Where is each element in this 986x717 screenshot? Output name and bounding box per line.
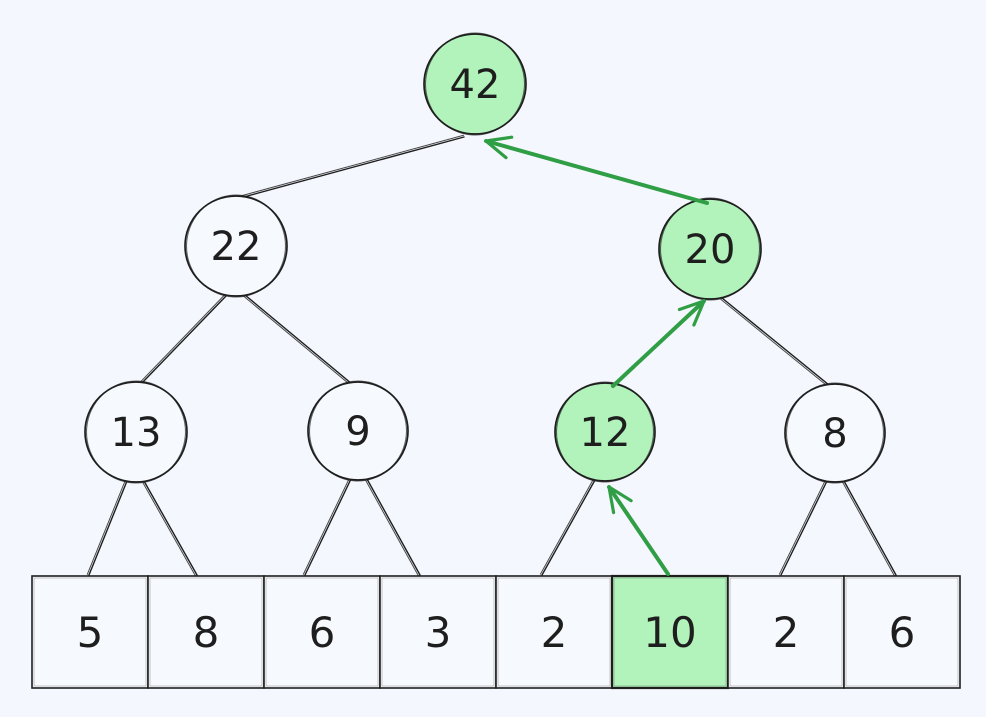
array-cell-7: 6: [843, 575, 961, 689]
tree-edges-layer: [86, 134, 897, 577]
tree-node-label: 13: [111, 410, 162, 456]
array-cell-3: 3: [379, 575, 497, 689]
array-cell-value: 6: [889, 608, 916, 657]
edge-20-8: [720, 297, 830, 387]
edge-22-13: [139, 293, 228, 385]
tree-node-22: 22: [184, 194, 288, 298]
edge-8-cell6: [778, 479, 828, 576]
array-cell-value: 2: [773, 608, 800, 657]
tree-node-label: 42: [450, 62, 501, 108]
array-cell-value: 6: [309, 608, 336, 657]
array-cell-0: 5: [31, 575, 149, 689]
array-cell-value: 2: [541, 608, 568, 657]
array-layer: 5 8 6 3 2 10 2 6: [31, 574, 961, 690]
tree-node-label: 9: [345, 409, 370, 455]
array-cell-value: 3: [425, 608, 452, 657]
edge-8-cell7: [841, 480, 897, 577]
array-cell-2: 6: [263, 575, 381, 689]
tree-node-42: 42: [423, 32, 527, 136]
update-arrows-layer: [484, 135, 709, 576]
tree-node-label: 12: [580, 410, 631, 456]
array-cell-6: 2: [727, 575, 845, 689]
edge-22-9: [243, 294, 353, 386]
edge-9-cell3: [364, 478, 421, 577]
arrowhead-icon: [677, 299, 706, 327]
edge-9-cell2: [302, 477, 352, 576]
tree-node-9: 9: [307, 380, 409, 482]
tree-node-12: 12: [554, 381, 656, 483]
update-arrow-12-to-20: [611, 299, 706, 388]
tree-node-20: 20: [658, 197, 762, 301]
array-cell-value: 5: [77, 608, 104, 657]
edge-13-cell1: [141, 480, 198, 577]
tree-node-label: 20: [685, 227, 736, 273]
tree-node-8: 8: [784, 382, 886, 484]
tree-node-label: 8: [822, 411, 847, 457]
arrowhead-icon: [484, 135, 514, 160]
edge-13-cell0: [86, 479, 128, 576]
tree-node-13: 13: [84, 380, 188, 484]
update-arrow-cell10-to-12: [607, 485, 670, 576]
edge-12-cell4: [539, 478, 596, 576]
array-cell-1: 8: [147, 575, 265, 689]
edge-42-22: [239, 134, 465, 199]
arrowhead-icon: [607, 485, 633, 515]
tree-nodes-layer: 42 22 20 13 9 12 8: [84, 32, 886, 484]
update-arrow-20-to-42: [484, 135, 709, 205]
tree-node-label: 22: [211, 224, 262, 270]
array-cell-value: 8: [193, 608, 220, 657]
array-cell-4: 2: [495, 575, 613, 689]
array-cell-5: 10: [610, 574, 730, 690]
array-cell-value: 10: [643, 608, 696, 657]
